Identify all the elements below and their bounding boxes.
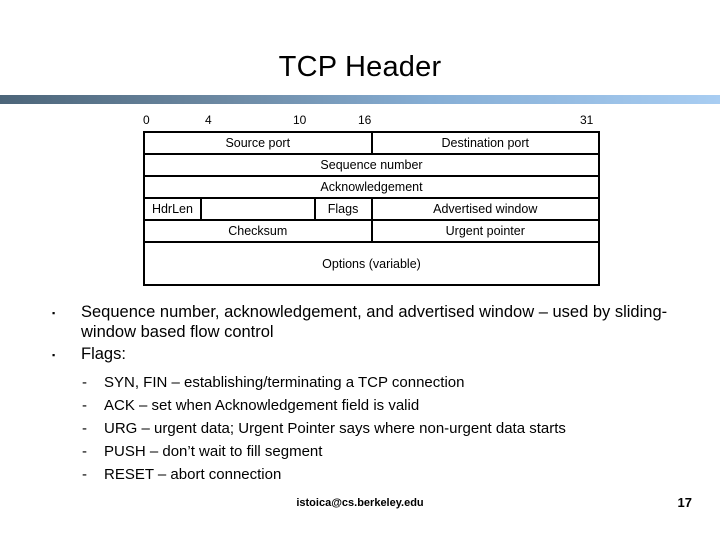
- header-field-cell: Urgent pointer: [370, 219, 600, 243]
- bit-position-ruler: 0 4 10 16 31: [143, 113, 600, 130]
- sub-bullet-label: PUSH – don’t wait to fill segment: [104, 443, 323, 460]
- header-field-cell: Options (variable): [143, 241, 600, 286]
- sub-bullet-item: -PUSH – don’t wait to fill segment: [82, 442, 682, 461]
- dash-bullet-icon: -: [82, 397, 87, 414]
- dash-bullet-icon: -: [82, 443, 87, 460]
- bit-tick-31: 31: [580, 113, 594, 127]
- title-accent-bar: [0, 95, 720, 104]
- footer-page-number: 17: [677, 495, 692, 510]
- bullet-item-label: Flags:: [81, 345, 126, 363]
- sub-bullet-item: -URG – urgent data; Urgent Pointer says …: [82, 419, 682, 438]
- sub-bullet-item: -SYN, FIN – establishing/terminating a T…: [82, 373, 682, 392]
- header-field-row: Sequence number: [143, 153, 600, 177]
- header-field-cell: Source port: [143, 131, 373, 155]
- sub-bullet-label: ACK – set when Acknowledgement field is …: [104, 397, 420, 414]
- bullet-item: ▪ Flags:: [46, 344, 696, 366]
- header-field-cell: Destination port: [370, 131, 600, 155]
- dash-bullet-icon: -: [82, 420, 87, 437]
- dash-bullet-icon: -: [82, 466, 87, 483]
- bullet-item-label: Sequence number, acknowledgement, and ad…: [81, 303, 668, 341]
- header-field-cell: Flags: [313, 197, 373, 221]
- sub-bullet-label: URG – urgent data; Urgent Pointer says w…: [104, 420, 566, 437]
- page-title: TCP Header: [278, 51, 442, 83]
- header-field-cell: Checksum: [143, 219, 373, 243]
- bit-tick-10: 10: [293, 113, 307, 127]
- header-field-cell: Sequence number: [143, 153, 600, 177]
- footer-email: istoica@cs.berkeley.edu: [296, 497, 424, 509]
- bullet-item: ▪ Sequence number, acknowledgement, and a…: [46, 302, 696, 342]
- sub-bullet-item: -RESET – abort connection: [82, 465, 682, 484]
- bullet-list: ▪ Sequence number, acknowledgement, and a…: [46, 302, 696, 368]
- header-field-row: Options (variable): [143, 241, 600, 286]
- sub-bullet-item: -ACK – set when Acknowledgement field is…: [82, 396, 682, 415]
- header-field-cell: Advertised window: [370, 197, 600, 221]
- square-bullet-icon: ▪: [52, 308, 56, 318]
- bit-tick-16: 16: [358, 113, 372, 127]
- bit-tick-4: 4: [205, 113, 212, 127]
- header-field-cell: Acknowledgement: [143, 175, 600, 199]
- sub-bullet-label: RESET – abort connection: [104, 466, 282, 483]
- square-bullet-icon: ▪: [52, 350, 56, 360]
- bit-tick-0: 0: [143, 113, 150, 127]
- dash-bullet-icon: -: [82, 374, 87, 391]
- header-field-row: Acknowledgement: [143, 175, 600, 199]
- sub-bullet-label: SYN, FIN – establishing/terminating a TC…: [104, 374, 465, 391]
- header-field-cell: [199, 197, 316, 221]
- header-field-cell: HdrLen: [143, 197, 202, 221]
- flags-sub-list: -SYN, FIN – establishing/terminating a T…: [82, 373, 682, 488]
